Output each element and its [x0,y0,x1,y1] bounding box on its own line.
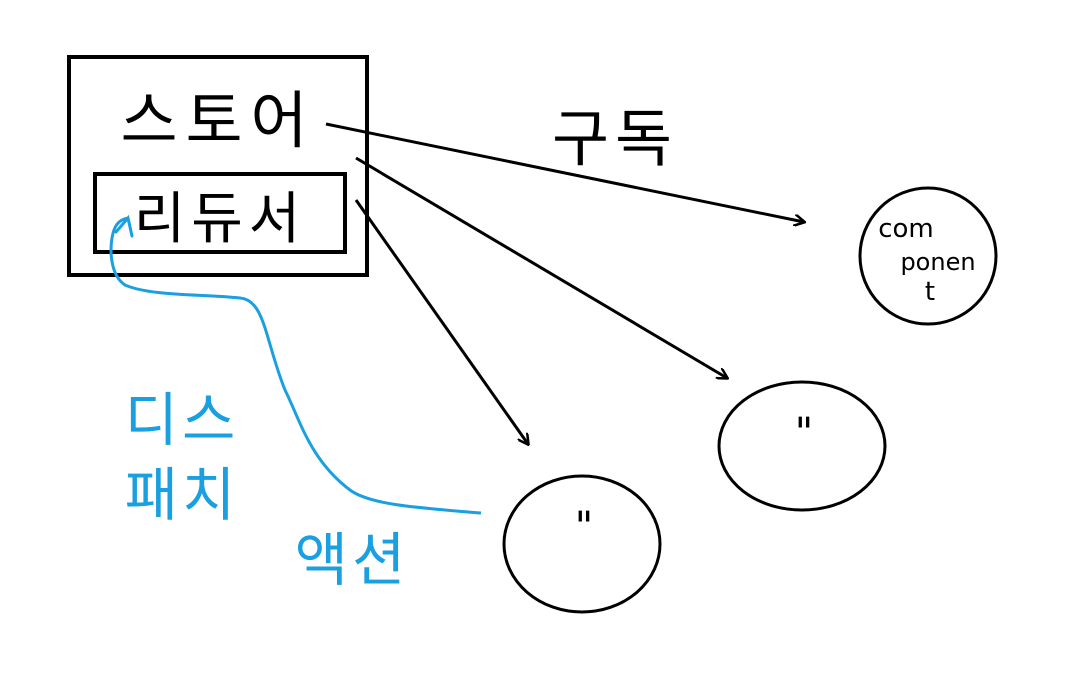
dispatch-label-line3: 액션 [295,526,410,594]
arrow-store-to-component-main [325,122,804,222]
reducer-box [93,172,347,254]
component-low-circle [502,474,662,614]
arrow-store-to-component-mid [355,156,727,378]
component-mid-circle [717,380,887,512]
dispatch-label-line2: 패치 [125,461,240,529]
arrow-store-to-component-low [354,199,528,444]
dispatch-label-line1: 디스 [125,386,240,454]
store-label: 스토어 [120,84,315,157]
dispatch-arrowhead [114,214,134,238]
reducer-label: 리듀서 [134,187,307,252]
component-main-label-line3: t [925,277,935,307]
component-mid-label: " [795,410,813,456]
component-low-label: " [575,504,593,550]
component-main-circle [858,186,998,326]
component-main-label-line2: ponen [900,248,975,276]
subscribe-label: 구독 [552,102,678,175]
dispatch-action-curve [109,216,482,515]
component-main-label-line1: com [878,214,934,244]
